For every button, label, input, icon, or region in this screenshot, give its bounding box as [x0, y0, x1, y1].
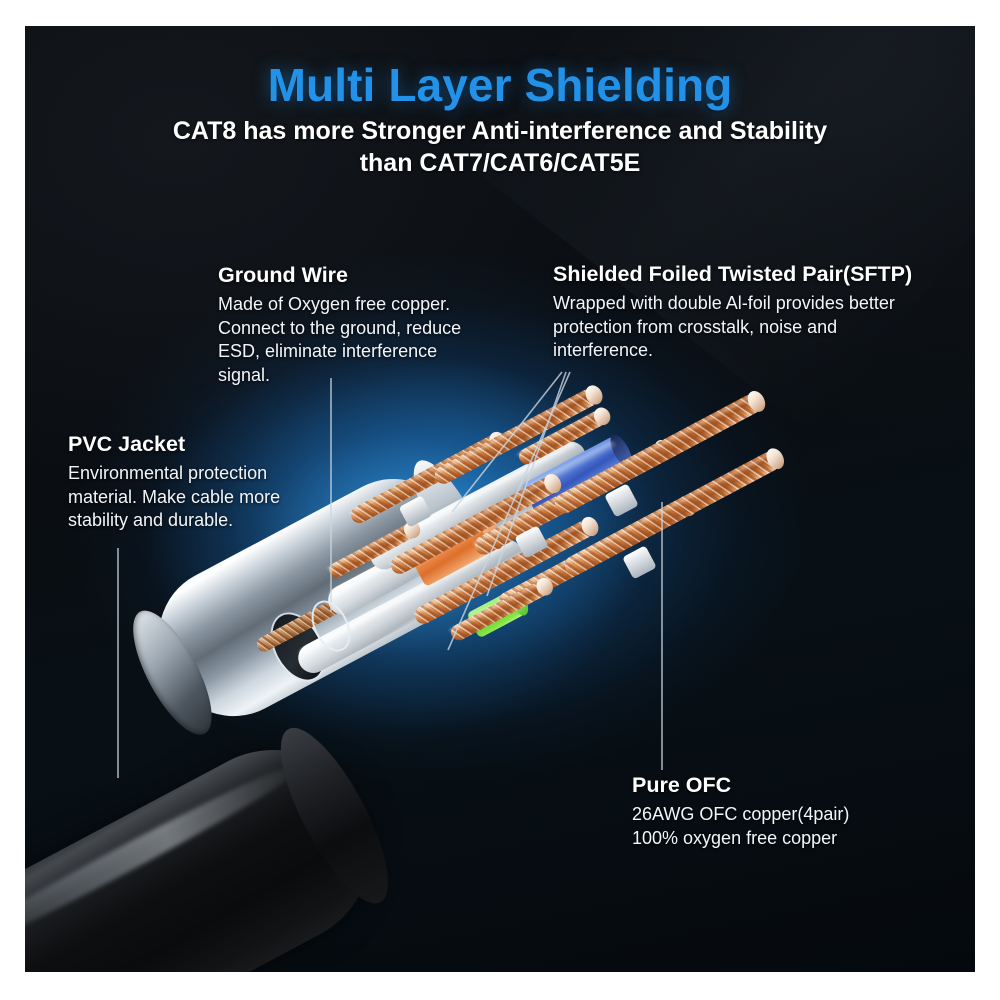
- page-title: Multi Layer Shielding: [267, 59, 733, 111]
- pvc-jacket-shape: [25, 714, 408, 972]
- conductor-cut-tip: [590, 404, 614, 429]
- conductor-cut-tip: [578, 513, 602, 540]
- conductor-cut-tip: [763, 445, 788, 473]
- callout-ground-wire-body: Made of Oxygen free copper. Connect to t…: [218, 293, 518, 388]
- page-subtitle-line-1: CAT8 has more Stronger Anti-interference…: [172, 117, 828, 145]
- callout-pvc-jacket-body: Environmental protection material. Make …: [68, 462, 330, 533]
- callout-body-line: stability and durable.: [68, 510, 234, 531]
- callout-body-line: Environmental protection: [68, 462, 268, 483]
- callout-sftp-body: Wrapped with double Al-foil provides bet…: [553, 292, 973, 363]
- foil-shield-end-cap: [117, 599, 227, 746]
- callout-pvc-jacket: PVC Jacket Environmental protection mate…: [68, 432, 330, 533]
- callout-body-line: interference.: [553, 340, 654, 361]
- callout-ground-wire: Ground Wire Made of Oxygen free copper. …: [218, 263, 518, 388]
- foil-band-4: [622, 545, 657, 580]
- callout-body-line: ESD, eliminate interference: [218, 341, 438, 362]
- callout-pure-ofc-body: 26AWG OFC copper(4pair) 100% oxygen free…: [632, 803, 902, 851]
- callout-body-line: signal.: [218, 365, 271, 386]
- callout-body-line: Wrapped with double Al-foil provides bet…: [553, 292, 895, 313]
- page-subtitle: CAT8 has more Stronger Anti-interference…: [0, 115, 1000, 179]
- callout-pvc-jacket-heading: PVC Jacket: [68, 432, 186, 456]
- callout-body-line: material. Make cable more: [68, 486, 281, 507]
- callout-ground-wire-heading: Ground Wire: [218, 263, 348, 287]
- callout-body-line: protection from crosstalk, noise and: [553, 316, 838, 337]
- callout-body-line: Connect to the ground, reduce: [218, 317, 462, 338]
- callout-pure-ofc: Pure OFC 26AWG OFC copper(4pair) 100% ox…: [632, 773, 902, 850]
- callout-sftp: Shielded Foiled Twisted Pair(SFTP) Wrapp…: [553, 262, 973, 363]
- callout-body-line: Made of Oxygen free copper.: [218, 293, 451, 314]
- pvc-jacket-highlight: [25, 751, 313, 968]
- conductor-cut-tip: [744, 387, 769, 415]
- page-subtitle-line-2: than CAT7/CAT6/CAT5E: [359, 149, 641, 177]
- pvc-jacket-cut-end: [261, 714, 408, 917]
- callout-sftp-heading: Shielded Foiled Twisted Pair(SFTP): [553, 262, 913, 286]
- callout-pure-ofc-heading: Pure OFC: [632, 773, 732, 797]
- callout-body-line: 26AWG OFC copper(4pair): [632, 803, 850, 824]
- conductor-cut-tip: [582, 382, 606, 408]
- callout-body-line: 100% oxygen free copper: [632, 827, 838, 848]
